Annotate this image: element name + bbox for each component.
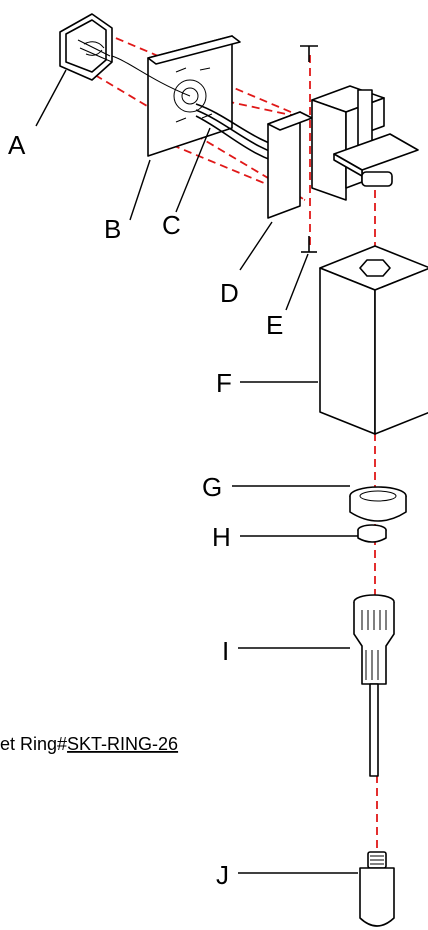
callout-f: F [216, 368, 232, 398]
screw-icon [300, 45, 318, 253]
junction-box-icon [59, 13, 113, 81]
callout-b: B [104, 214, 121, 244]
callout-g: G [202, 472, 222, 502]
callout-a: A [8, 130, 26, 160]
callout-leaders [35, 69, 358, 874]
part-note-prefix: et Ring# [0, 734, 67, 754]
part-note: et Ring#SKT-RING-26 [0, 734, 178, 754]
shade-ring-icon [349, 486, 407, 522]
mounting-plate-icon [147, 35, 241, 157]
callout-i: I [222, 636, 229, 666]
callout-d: D [220, 278, 239, 308]
part-number-link[interactable]: SKT-RING-26 [67, 734, 178, 754]
square-shade-icon [319, 245, 428, 435]
socket-icon [353, 594, 395, 777]
callout-labels: A B C D E F G H I J [8, 130, 283, 890]
bulb-icon [359, 851, 395, 927]
callout-c: C [162, 210, 181, 240]
callout-j: J [216, 860, 229, 890]
wall-bracket-icon [267, 85, 419, 219]
callout-h: H [212, 522, 231, 552]
socket-ring-icon [357, 524, 387, 543]
callout-e: E [266, 310, 283, 340]
